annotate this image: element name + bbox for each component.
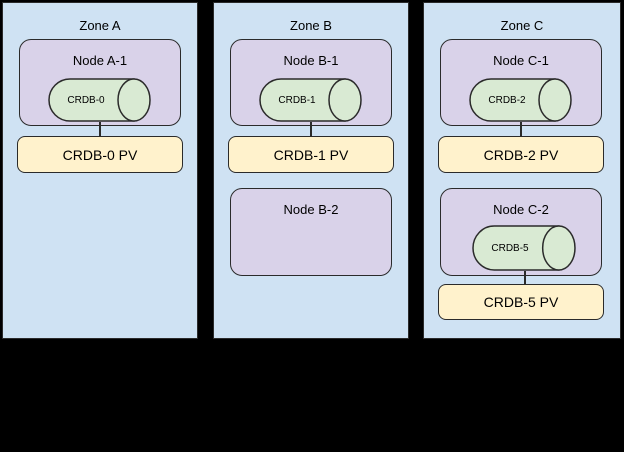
pv-crdb-1: CRDB-1 PV — [228, 136, 394, 173]
cylinder-icon — [472, 225, 577, 271]
node-a-1-label: Node A-1 — [72, 53, 128, 68]
node-b-1-label: Node B-1 — [283, 53, 339, 68]
connector-line — [99, 122, 101, 136]
pv-crdb-2-label: CRDB-2 PV — [483, 146, 559, 163]
zone-c-title: Zone C — [500, 18, 544, 33]
connector-line — [524, 271, 526, 284]
node-c-1-label: Node C-1 — [493, 53, 549, 68]
pod-crdb-2-label: CRDB-2 — [488, 94, 526, 106]
node-b-2-label: Node B-2 — [283, 202, 339, 217]
node-b-2: Node B-2 — [230, 188, 392, 276]
pod-crdb-0: CRDB-0 — [48, 78, 152, 122]
zone-a: Zone A Node A-1 CRDB-0 CRDB-0 PV — [2, 2, 198, 339]
cylinder-icon — [48, 78, 152, 122]
pv-crdb-1-label: CRDB-1 PV — [273, 146, 349, 163]
connector-line — [310, 122, 312, 136]
pv-crdb-5-label: CRDB-5 PV — [483, 294, 559, 310]
pod-crdb-5: CRDB-5 — [472, 225, 577, 271]
cylinder-icon — [259, 78, 363, 122]
pv-crdb-2: CRDB-2 PV — [438, 136, 604, 173]
connector-line — [520, 122, 522, 136]
pod-crdb-0-label: CRDB-0 — [67, 94, 105, 106]
zone-b-title: Zone B — [290, 18, 332, 33]
zone-b: Zone B Node B-1 CRDB-1 CRDB-1 PV Node B-… — [213, 2, 409, 339]
zone-c: Zone C Node C-1 CRDB-2 CRDB-2 PV Node C-… — [423, 2, 621, 339]
pod-crdb-2: CRDB-2 — [469, 78, 573, 122]
pod-crdb-1: CRDB-1 — [259, 78, 363, 122]
pv-crdb-0: CRDB-0 PV — [17, 136, 183, 173]
pv-crdb-0-label: CRDB-0 PV — [62, 146, 138, 163]
zone-a-title: Zone A — [79, 18, 121, 33]
cylinder-icon — [469, 78, 573, 122]
pv-crdb-5: CRDB-5 PV — [438, 284, 604, 320]
pod-crdb-1-label: CRDB-1 — [278, 94, 316, 106]
pod-crdb-5-label: CRDB-5 — [491, 242, 529, 254]
node-c-2-label: Node C-2 — [493, 202, 549, 217]
